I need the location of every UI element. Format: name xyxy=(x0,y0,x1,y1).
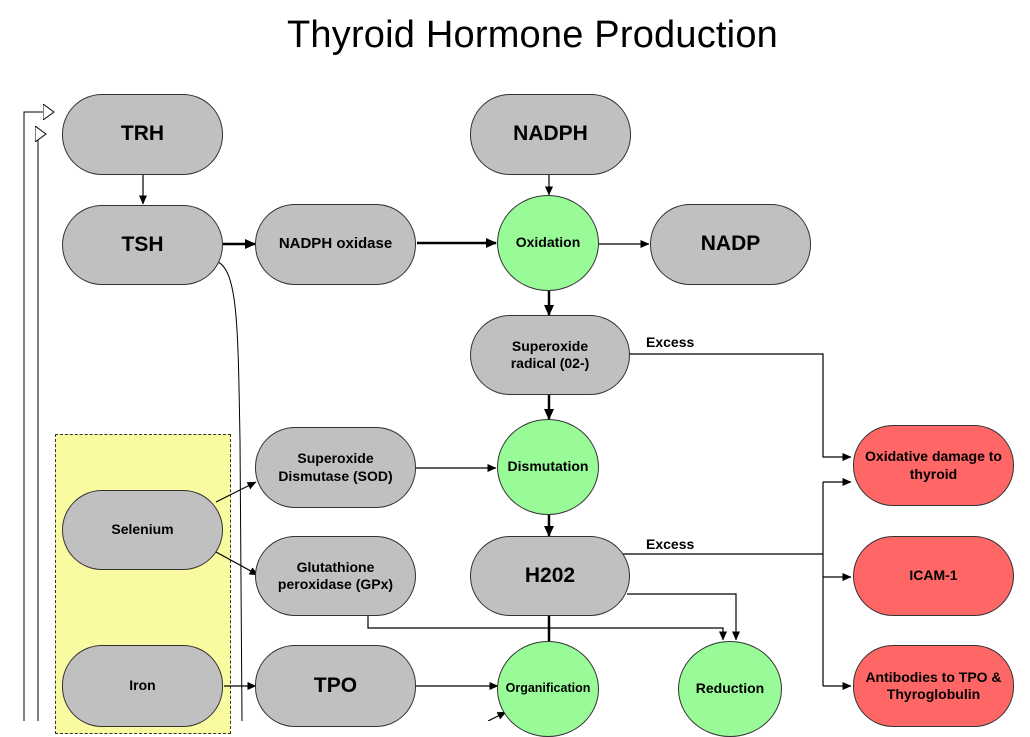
feedback-line-outer xyxy=(23,112,54,721)
reduction-node: Reduction xyxy=(678,641,782,737)
tsh-long-curve xyxy=(217,261,243,721)
tsh-node: TSH xyxy=(62,205,223,285)
oxidative-damage-node: Oxidative damage to thyroid xyxy=(853,425,1014,506)
nadph-oxidase-node: NADPH oxidase xyxy=(255,204,416,285)
oxidation-node: Oxidation xyxy=(497,195,599,291)
excess-label-superoxide: Excess xyxy=(646,334,695,350)
selenium-to-gpx-arrow xyxy=(215,551,259,576)
incoming-organification-arrow xyxy=(487,711,507,721)
icam-node: ICAM-1 xyxy=(853,536,1014,616)
gpx-node: Glutathione peroxidase (GPx) xyxy=(255,536,416,616)
trh-node: TRH xyxy=(62,94,223,175)
selenium-to-sod-arrow xyxy=(215,481,257,503)
dismutation-node: Dismutation xyxy=(497,419,599,515)
nadp-node: NADP xyxy=(650,204,811,285)
h2o2-to-reduction-arrow xyxy=(627,593,740,641)
iron-node: Iron xyxy=(62,645,223,727)
nadph-node: NADPH xyxy=(470,94,631,175)
h2o2-node: H202 xyxy=(470,536,630,616)
sod-node: Superoxide Dismutase (SOD) xyxy=(255,427,416,508)
diagram-title: Thyroid Hormone Production xyxy=(287,14,778,56)
tpo-node: TPO xyxy=(255,645,416,727)
feedback-line-inner xyxy=(38,134,46,721)
superoxide-excess-line xyxy=(629,353,852,461)
organification-node: Organification xyxy=(497,641,599,737)
selenium-node: Selenium xyxy=(62,490,223,570)
antibodies-node: Antibodies to TPO & Thyroglobulin xyxy=(853,645,1014,727)
superoxide-radical-node: Superoxide radical (02-) xyxy=(470,315,630,395)
gpx-to-reduction-arrow xyxy=(367,615,727,641)
excess-label-h2o2: Excess xyxy=(646,536,695,552)
connector-lines xyxy=(23,0,852,721)
